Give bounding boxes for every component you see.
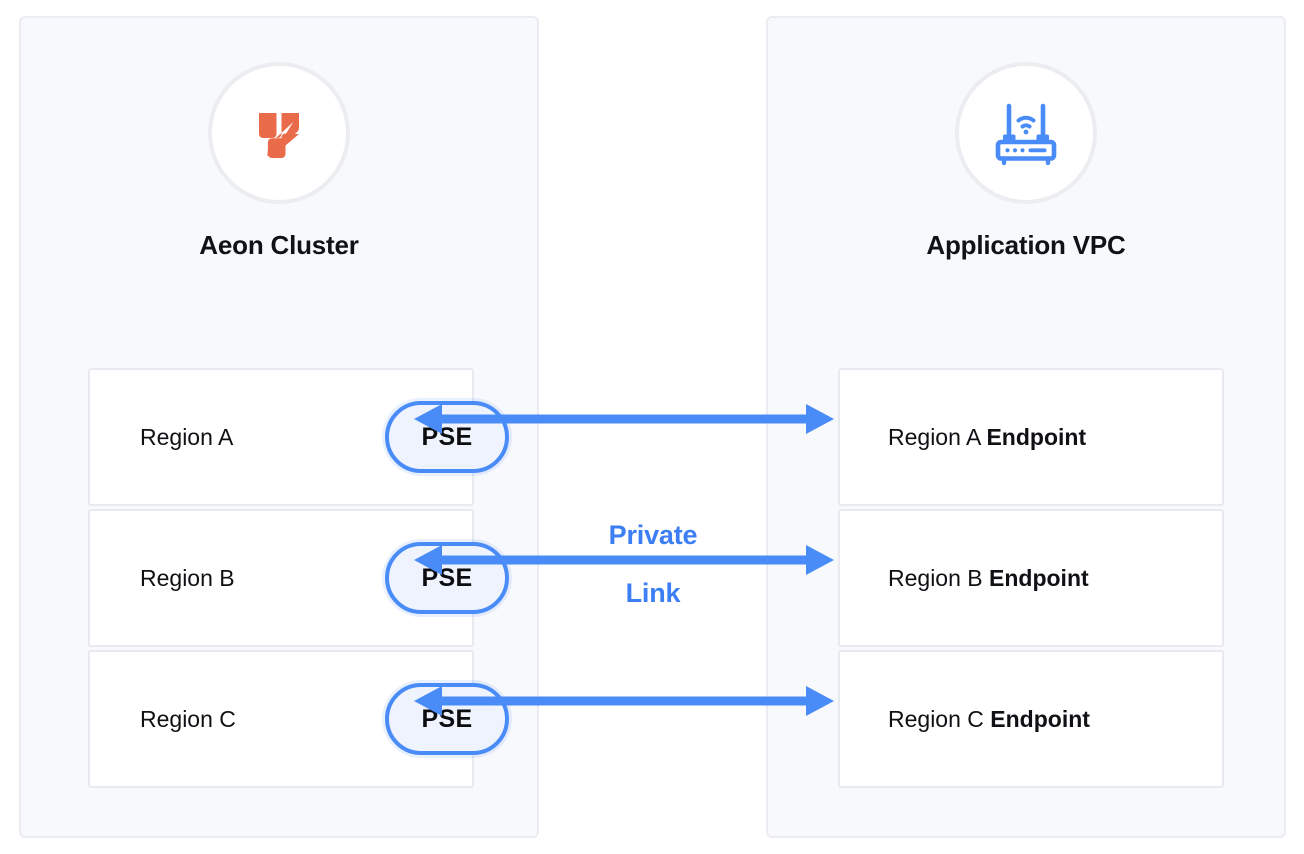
application-vpc-panel: Application VPC Region A Endpoint Region…	[766, 16, 1286, 838]
application-vpc-header: Application VPC	[768, 62, 1284, 261]
private-link-caption-line1: Private	[608, 520, 698, 550]
endpoint-label-c: Region C Endpoint	[888, 706, 1090, 732]
endpoint-row-b[interactable]: Region B Endpoint	[838, 509, 1224, 647]
endpoint-prefix-c: Region C	[888, 705, 991, 732]
vpc-endpoint-list: Region A Endpoint Region B Endpoint Regi…	[838, 368, 1224, 788]
endpoint-row-c[interactable]: Region C Endpoint	[838, 650, 1224, 788]
region-row-b[interactable]: Region B PSE	[88, 509, 509, 647]
aeon-logo-icon	[208, 62, 350, 204]
pse-badge-label-a: PSE	[421, 422, 473, 451]
private-link-caption-line2: Link	[625, 578, 681, 608]
aeon-cluster-panel: Aeon Cluster Region A PSE Region B PSE	[19, 16, 539, 838]
endpoint-label-b: Region B Endpoint	[888, 565, 1089, 591]
endpoint-prefix-b: Region B	[888, 564, 990, 591]
aeon-region-list: Region A PSE Region B PSE Region C	[88, 368, 509, 788]
pse-badge-b[interactable]: PSE	[385, 542, 509, 614]
pse-badge-label-c: PSE	[421, 704, 473, 733]
router-icon	[955, 62, 1097, 204]
pse-badge-label-b: PSE	[421, 563, 473, 592]
pse-badge-c[interactable]: PSE	[385, 683, 509, 755]
aeon-cluster-header: Aeon Cluster	[21, 62, 537, 261]
endpoint-strong-c: Endpoint	[990, 705, 1090, 732]
private-link-caption: Private Link	[553, 506, 753, 622]
aeon-cluster-title: Aeon Cluster	[199, 230, 359, 260]
region-label-a: Region A	[140, 423, 234, 450]
endpoint-strong-b: Endpoint	[989, 564, 1089, 591]
region-row-a[interactable]: Region A PSE	[88, 368, 509, 506]
region-label-b: Region B	[140, 564, 235, 591]
region-row-c[interactable]: Region C PSE	[88, 650, 509, 788]
endpoint-label-a: Region A Endpoint	[888, 424, 1086, 450]
application-vpc-title: Application VPC	[926, 230, 1126, 260]
endpoint-prefix-a: Region A	[888, 423, 987, 450]
pse-badge-a[interactable]: PSE	[385, 401, 509, 473]
endpoint-row-a[interactable]: Region A Endpoint	[838, 368, 1224, 506]
region-label-c: Region C	[140, 705, 236, 732]
endpoint-strong-a: Endpoint	[986, 423, 1087, 450]
